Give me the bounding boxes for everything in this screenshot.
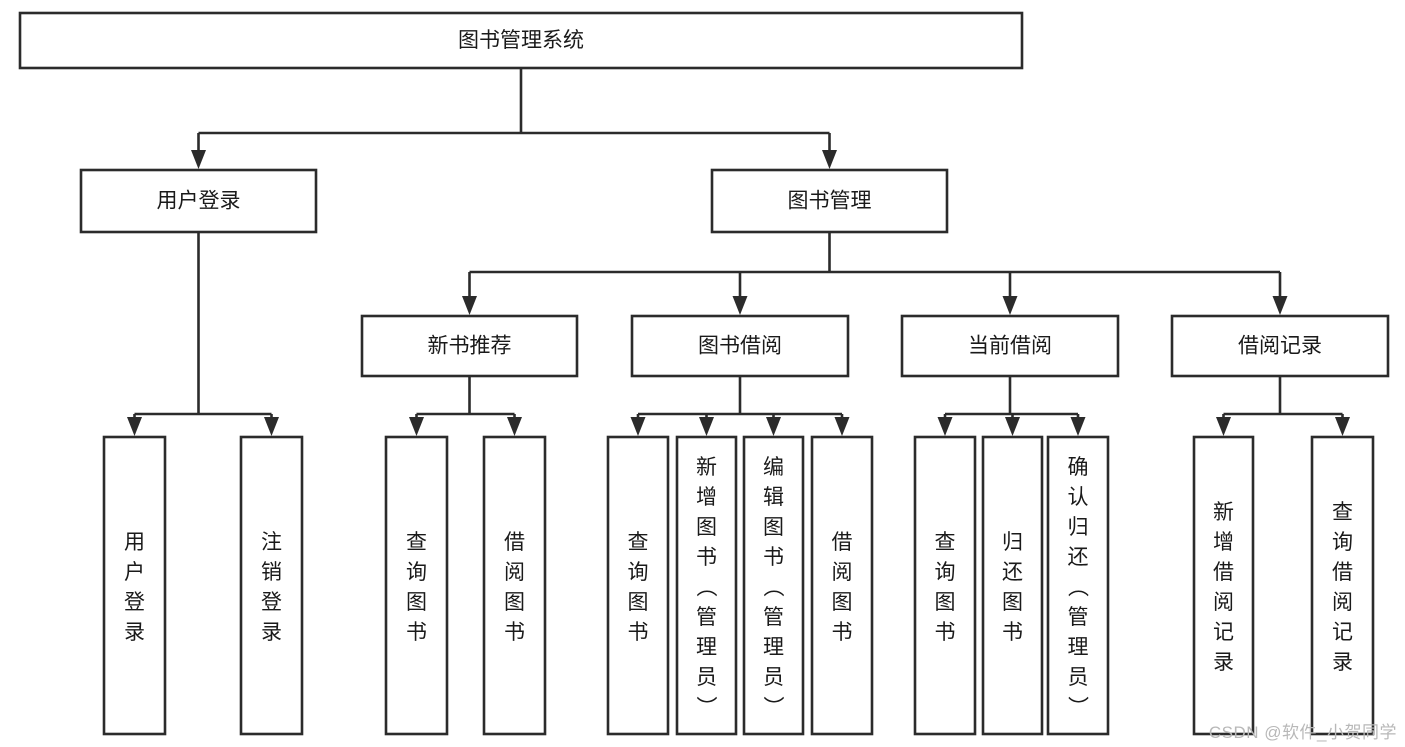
node-leaf-5-label: 新增图书（管理员） [696,456,718,719]
node-leaf-12-label: 查询借阅记录 [1332,501,1353,674]
arrow-head-icon [1272,296,1288,315]
edge-group [127,232,279,436]
node-root-book-management-system-label: 图书管理系统 [458,29,584,52]
arrow-head-icon [732,296,748,315]
arrow-head-icon [409,417,424,436]
node-leaf-10-label: 确认归还（管理员） [1068,456,1090,719]
arrow-head-icon [834,417,850,436]
node-leaf-6-box [742,435,805,736]
node-leaf-2-label: 查询图书 [406,531,427,644]
node-level3-1-label: 图书借阅 [698,335,782,358]
node-leaf-2[interactable]: 查询图书 [384,435,449,736]
node-leaf-11[interactable]: 新增借阅记录 [1192,435,1255,736]
edge-group [1216,376,1350,436]
node-level3-1-box [630,314,850,378]
node-leaf-0[interactable]: 用户登录 [102,435,167,736]
arrow-head-icon [1002,296,1018,315]
node-leaf-2-box [384,435,449,736]
nodes-layer: 图书管理系统用户登录图书管理新书推荐图书借阅当前借阅借阅记录用户登录注销登录查询… [18,11,1390,736]
node-leaf-7-label: 借阅图书 [832,531,853,644]
node-leaf-6-label: 编辑图书（管理员） [763,456,785,719]
node-level2-0[interactable]: 用户登录 [79,168,318,234]
node-level3-0-box [360,314,579,378]
node-level3-2[interactable]: 当前借阅 [900,314,1120,378]
node-leaf-5[interactable]: 新增图书（管理员） [675,435,738,736]
node-leaf-8[interactable]: 查询图书 [913,435,977,736]
node-level2-0-label: 用户登录 [157,190,241,213]
arrow-head-icon [1216,417,1231,436]
node-leaf-9-label: 归还图书 [1002,531,1023,644]
node-leaf-12-box [1310,435,1375,736]
node-root-book-management-system[interactable]: 图书管理系统 [18,11,1024,70]
node-leaf-10[interactable]: 确认归还（管理员） [1046,435,1110,736]
arrow-head-icon [127,417,142,436]
arrow-head-icon [191,150,206,169]
node-level3-1[interactable]: 图书借阅 [630,314,850,378]
node-leaf-6[interactable]: 编辑图书（管理员） [742,435,805,736]
node-leaf-12[interactable]: 查询借阅记录 [1310,435,1375,736]
node-leaf-11-label: 新增借阅记录 [1213,501,1234,674]
node-leaf-3-label: 借阅图书 [504,531,525,644]
node-level2-1-box [710,168,949,234]
node-leaf-4[interactable]: 查询图书 [606,435,670,736]
node-leaf-0-label: 用户登录 [124,531,145,644]
node-level2-1-label: 图书管理 [788,190,872,213]
node-level3-0-label: 新书推荐 [428,335,512,358]
edge-group [937,376,1086,436]
connectors-layer [127,68,1350,436]
arrow-head-icon [699,417,714,436]
node-leaf-1[interactable]: 注销登录 [239,435,304,736]
node-leaf-0-box [102,435,167,736]
arrow-head-icon [822,150,837,169]
arrow-head-icon [1005,417,1020,436]
edge-group [409,376,522,436]
arrow-head-icon [1070,417,1086,436]
node-leaf-7-box [810,435,874,736]
arrow-head-icon [462,296,477,315]
node-leaf-11-box [1192,435,1255,736]
node-leaf-8-box [913,435,977,736]
node-leaf-1-label: 注销登录 [261,531,282,644]
node-level2-1[interactable]: 图书管理 [710,168,949,234]
arrow-head-icon [507,417,522,436]
node-level3-3[interactable]: 借阅记录 [1170,314,1390,378]
arrow-head-icon [937,417,953,436]
arrow-head-icon [766,417,781,436]
arrow-head-icon [630,417,646,436]
node-level3-3-box [1170,314,1390,378]
node-leaf-4-label: 查询图书 [628,531,649,644]
node-leaf-1-box [239,435,304,736]
node-level3-3-label: 借阅记录 [1238,335,1322,358]
node-level3-0[interactable]: 新书推荐 [360,314,579,378]
arrow-head-icon [264,417,279,436]
edge-group [630,376,850,436]
node-level3-2-label: 当前借阅 [968,335,1052,358]
arrow-head-icon [1335,417,1350,436]
node-leaf-8-label: 查询图书 [935,531,956,644]
node-leaf-3-box [482,435,547,736]
node-leaf-10-box [1046,435,1110,736]
node-leaf-7[interactable]: 借阅图书 [810,435,874,736]
node-root-book-management-system-box [18,11,1024,70]
node-leaf-9[interactable]: 归还图书 [981,435,1044,736]
node-leaf-3[interactable]: 借阅图书 [482,435,547,736]
node-level3-2-box [900,314,1120,378]
node-leaf-5-box [675,435,738,736]
node-leaf-4-box [606,435,670,736]
edge-group [191,68,837,169]
node-level2-0-box [79,168,318,234]
edge-group [462,232,1288,315]
node-leaf-9-box [981,435,1044,736]
